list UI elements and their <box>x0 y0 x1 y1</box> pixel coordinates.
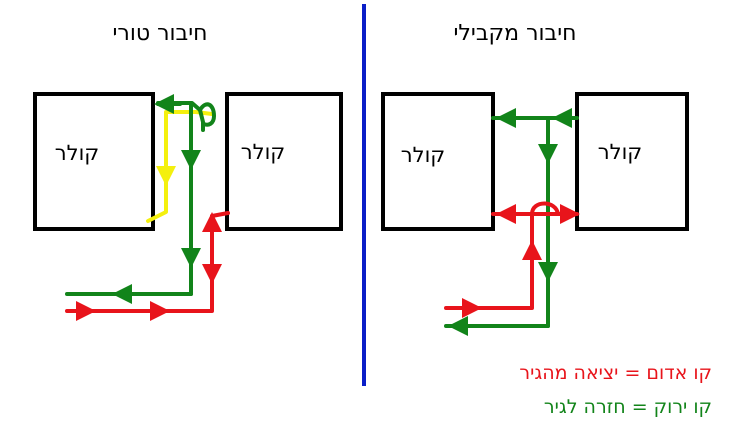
parallel-red-line <box>444 201 580 318</box>
parallel-left-cooler-label: קולר <box>401 143 445 167</box>
parallel-title: חיבור מקבילי <box>453 21 576 46</box>
series-left-cooler-box <box>33 92 155 231</box>
series-red-line <box>65 211 230 321</box>
parallel-green-line <box>444 108 579 336</box>
series-title: חיבור טורי <box>112 21 207 46</box>
parallel-right-cooler-box <box>575 92 689 231</box>
legend-red-text: קו אדום = יציאה מהגיר <box>519 362 712 384</box>
parallel-left-cooler-box <box>381 92 495 231</box>
parallel-right-cooler-label: קולר <box>598 140 642 164</box>
series-right-cooler-box <box>225 92 343 231</box>
legend-green-text: קו ירוק = חזרה לגיר <box>544 396 712 418</box>
series-left-cooler-label: קולר <box>55 141 99 165</box>
series-right-cooler-label: קולר <box>241 140 285 164</box>
series-green-line <box>65 94 216 304</box>
